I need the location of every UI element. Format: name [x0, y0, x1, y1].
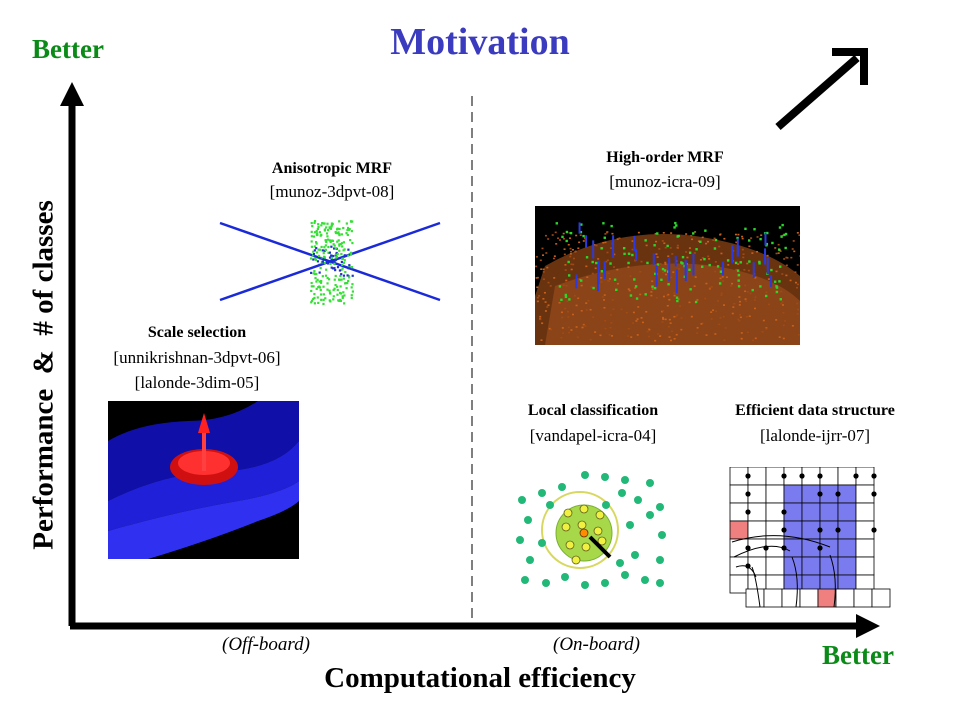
local-classification-title: Local classification [527, 402, 659, 419]
local-classification-image [516, 471, 666, 589]
high-order-mrf-ref: [munoz-icra-09] [609, 172, 721, 191]
scale-selection-title: Scale selection [147, 324, 247, 341]
off-board-label: (Off-board) [222, 634, 310, 655]
high-order-mrf-image [535, 206, 800, 345]
x-axis [70, 614, 880, 638]
on-board-label: (On-board) [553, 634, 640, 655]
y-axis [60, 82, 84, 626]
x-better-label: Better [822, 640, 894, 670]
efficient-data-structure-image [729, 467, 891, 608]
x-axis-label: Computational efficiency [324, 662, 636, 694]
anisotropic-mrf-title: Anisotropic MRF [271, 160, 393, 177]
improvement-arrow-icon [775, 48, 868, 131]
local-classification-ref: [vandapel-icra-04] [529, 426, 657, 445]
scale-selection-ref-2: [lalonde-3dim-05] [134, 373, 260, 392]
scale-selection-ref-1: [unnikrishnan-3dpvt-06] [113, 348, 281, 367]
page-title: Motivation [390, 21, 570, 63]
anisotropic-mrf-image [219, 220, 441, 306]
efficient-data-structure-title: Efficient data structure [735, 402, 895, 419]
efficient-data-structure-ref: [lalonde-ijrr-07] [759, 426, 871, 445]
y-better-label: Better [32, 34, 104, 64]
high-order-mrf-title: High-order MRF [606, 149, 724, 166]
anisotropic-mrf-ref: [munoz-3dpvt-08] [269, 182, 395, 201]
scale-selection-image [108, 401, 299, 559]
